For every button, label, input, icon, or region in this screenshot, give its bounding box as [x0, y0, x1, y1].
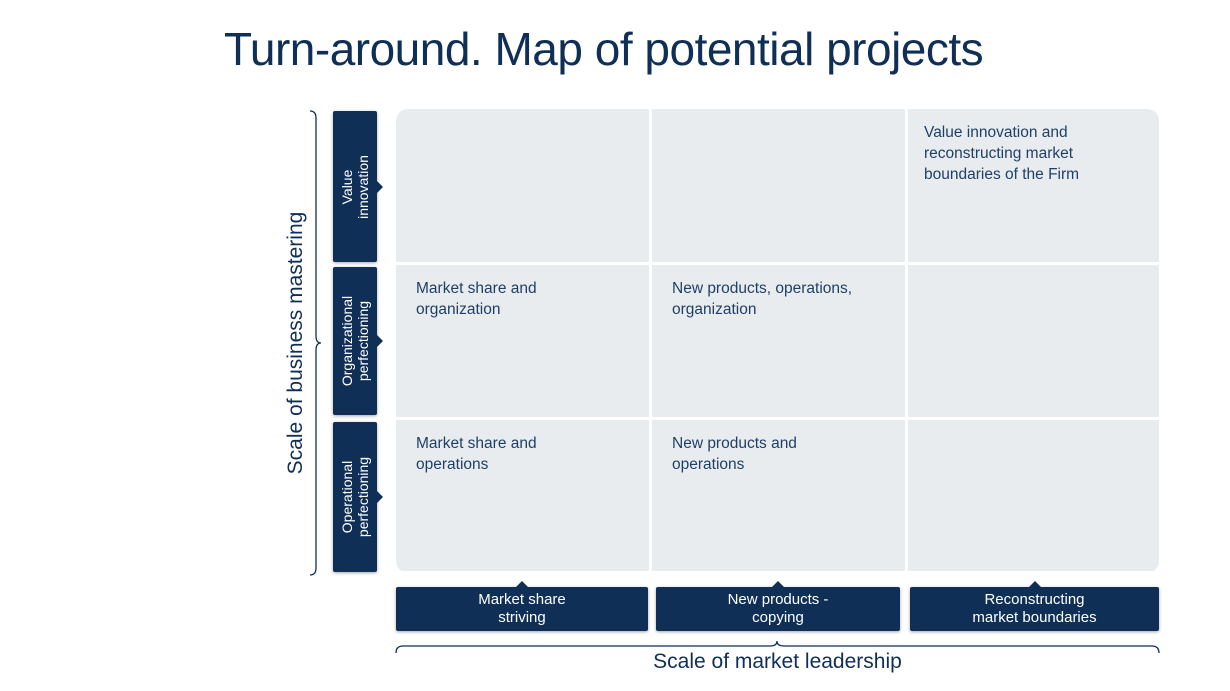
- row-label-operational-perfectioning: Operational perfectioning: [333, 422, 377, 572]
- row-label-organizational-perfectioning: Organizational perfectioning: [333, 267, 377, 415]
- column-label-text: New products - copying: [727, 591, 829, 626]
- y-axis-label: Scale of business mastering: [284, 211, 307, 475]
- cell-text: Market share and operations: [416, 435, 537, 473]
- y-axis-brace: [309, 110, 322, 576]
- cell-text: Value innovation and reconstructing mark…: [924, 124, 1080, 183]
- cell-text: New products, operations, organization: [672, 280, 853, 318]
- matrix-cell: Market share and organization: [396, 265, 649, 417]
- column-label-reconstructing-market-boundaries: Reconstructing market boundaries: [910, 587, 1159, 631]
- matrix-cell: Market share and operations: [396, 420, 649, 571]
- cell-text: Market share and organization: [416, 280, 537, 318]
- cell-text: New products and operations: [672, 435, 797, 473]
- column-label-market-share-striving: Market share striving: [396, 587, 648, 631]
- row-label-text: Operational perfectioning: [339, 456, 371, 538]
- row-label-text: Value innovation: [339, 154, 371, 219]
- row-label-value-innovation: Value innovation: [333, 111, 377, 262]
- matrix-cell: [908, 420, 1159, 571]
- column-label-text: Reconstructing market boundaries: [972, 591, 1097, 626]
- x-axis-brace: [395, 640, 1160, 654]
- project-matrix: Value innovation and reconstructing mark…: [396, 109, 1159, 573]
- x-axis-label: Scale of market leadership: [653, 650, 902, 673]
- matrix-cell: [652, 109, 905, 262]
- matrix-cell: [908, 265, 1159, 417]
- matrix-cell: [396, 109, 649, 262]
- matrix-cell: Value innovation and reconstructing mark…: [908, 109, 1159, 262]
- row-label-text: Organizational perfectioning: [339, 295, 371, 387]
- matrix-cell: New products, operations, organization: [652, 265, 905, 417]
- page-title: Turn-around. Map of potential projects: [224, 23, 984, 75]
- matrix-cell: New products and operations: [652, 420, 905, 571]
- column-label-new-products-copying: New products - copying: [656, 587, 900, 631]
- column-label-text: Market share striving: [478, 591, 566, 626]
